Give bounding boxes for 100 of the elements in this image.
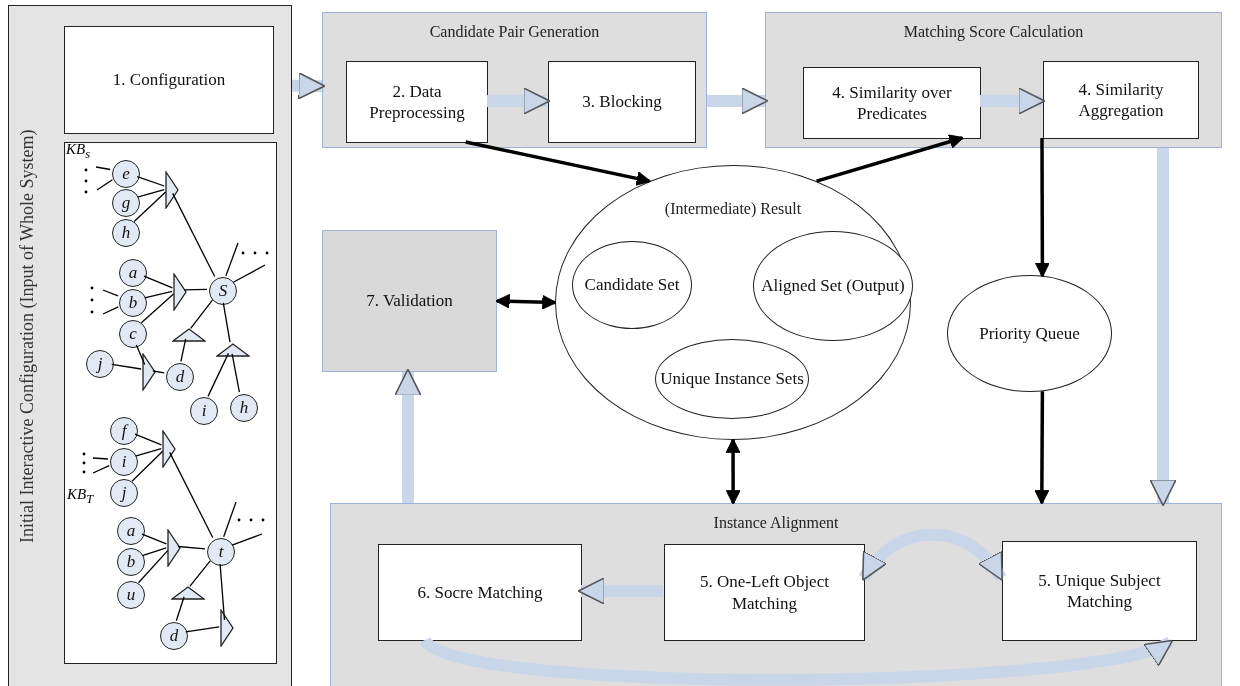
entity-circle: d — [166, 363, 194, 391]
graph-label: KB$_{T}$ — [67, 486, 94, 507]
connector-line — [223, 501, 237, 538]
stage-panel — [330, 503, 1222, 686]
process-box: 4. Similarity Aggregation — [1043, 61, 1199, 139]
block-arrow — [577, 577, 663, 605]
connector-line — [183, 288, 208, 291]
group-title: Candidate Pair Generation — [428, 23, 601, 41]
connector-line — [231, 353, 241, 393]
connector-line — [143, 275, 174, 289]
connector-line — [96, 179, 114, 191]
entity-circle: e — [112, 160, 140, 188]
connector-line — [131, 450, 164, 482]
connector-line — [172, 192, 216, 278]
block-arrow — [1149, 148, 1177, 507]
block-arrow — [291, 72, 326, 100]
entity-circle: a — [117, 517, 145, 545]
entity-circle: j — [110, 479, 138, 507]
process-box: 5. Unique Subject Matching — [1002, 541, 1197, 641]
relation-triangle — [173, 273, 187, 311]
block-arrow — [858, 528, 1007, 582]
connector-line — [143, 290, 173, 299]
entity-circle: u — [117, 581, 145, 609]
connector-line — [177, 545, 206, 550]
connector-line — [92, 457, 109, 460]
entity-circle: b — [119, 289, 147, 317]
block-arrow — [421, 635, 1174, 686]
connector-line — [225, 242, 239, 277]
set-ellipse: Candidate Set — [572, 241, 692, 329]
connector-line — [133, 191, 167, 223]
connector-line — [111, 363, 142, 370]
entity-circle: b — [117, 548, 145, 576]
set-ellipse: Priority Queue — [947, 275, 1112, 392]
connector-line — [180, 338, 187, 362]
connector-line — [141, 547, 167, 557]
entity-circle: t — [207, 538, 235, 566]
relation-triangle — [216, 343, 250, 357]
set-ellipse: Aligned Set (Output) — [753, 231, 913, 341]
process-box: 1. Configuration — [64, 26, 274, 134]
connector-line — [136, 175, 165, 187]
arrow — [465, 140, 652, 186]
connector-line — [102, 306, 119, 315]
process-box: 2. Data Preprocessing — [346, 61, 488, 143]
connector-line — [231, 533, 263, 546]
connector-line — [135, 344, 146, 366]
connector-line — [141, 533, 168, 545]
process-box: 3. Blocking — [548, 61, 696, 143]
arrow — [1034, 391, 1050, 505]
arrow — [816, 134, 964, 183]
connector-line — [169, 451, 214, 539]
arrow — [725, 438, 741, 505]
connector-line — [190, 299, 214, 329]
relation-triangle — [167, 529, 181, 567]
connector-line — [134, 433, 163, 446]
group-title: (Intermediate) Result — [663, 200, 803, 218]
connector-line — [232, 264, 266, 283]
block-arrow — [980, 87, 1046, 115]
stage-panel — [322, 12, 707, 148]
connector-line — [185, 626, 220, 633]
relation-triangle — [171, 586, 205, 600]
entity-circle: i — [110, 448, 138, 476]
entity-circle: h — [230, 394, 258, 422]
connector-line — [189, 560, 211, 587]
relation-triangle — [142, 353, 156, 391]
group-title: Matching Score Calculation — [902, 23, 1085, 41]
connector-line — [152, 370, 165, 374]
graph-panel — [64, 142, 277, 664]
relation-triangle — [162, 430, 176, 468]
entity-circle: c — [119, 320, 147, 348]
process-box: 4. Similarity over Predicates — [803, 67, 981, 139]
block-arrow — [707, 87, 769, 115]
arrow — [1034, 138, 1050, 278]
entity-circle: S — [209, 277, 237, 305]
connector-line — [137, 549, 169, 584]
connector-line — [134, 448, 162, 457]
entity-circle: a — [119, 259, 147, 287]
arrow — [495, 293, 557, 310]
relation-triangle — [165, 171, 179, 209]
graph-label: KB$_{s}$ — [66, 141, 91, 162]
process-box: 6. Socre Matching — [378, 544, 582, 641]
entity-circle: g — [112, 189, 140, 217]
set-ellipse: Unique Instance Sets — [655, 339, 809, 419]
block-arrow — [394, 368, 422, 503]
relation-triangle — [172, 328, 206, 342]
connector-line — [175, 596, 185, 622]
connector-line — [136, 188, 165, 198]
entity-circle: j — [86, 350, 114, 378]
stage-panel — [765, 12, 1222, 148]
connector-line — [92, 465, 110, 474]
process-box: 7. Validation — [322, 230, 497, 372]
connector-line — [95, 166, 111, 171]
entity-circle: f — [110, 417, 138, 445]
vertical-title: Initial Interactive Configuration (Input of Whole System) — [17, 128, 38, 545]
process-box: 5. One-Left Object Matching — [664, 544, 865, 641]
connector-line — [102, 289, 119, 297]
group-title: Instance Alignment — [712, 514, 840, 532]
connector-line — [222, 302, 231, 343]
entity-circle: h — [112, 219, 140, 247]
connector-line — [219, 563, 226, 621]
entity-circle: i — [190, 397, 218, 425]
